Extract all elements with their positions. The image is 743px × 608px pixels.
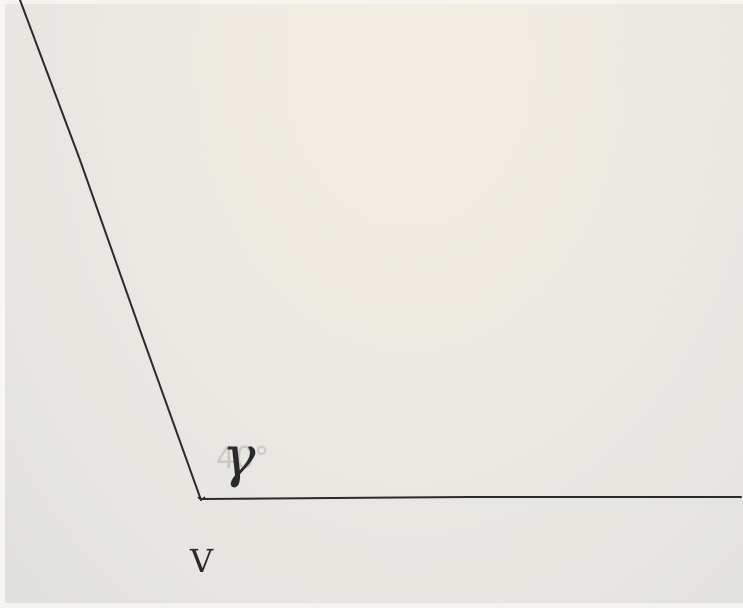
paper-edge-left xyxy=(0,0,5,608)
paper-edge-bottom xyxy=(0,603,743,608)
vertex-mark xyxy=(197,496,206,501)
horizontal-ray xyxy=(200,496,742,500)
angle-gamma-label: γ xyxy=(222,425,256,490)
paper-edge-top xyxy=(0,0,743,4)
faint-angle-measure: 40° xyxy=(216,441,269,476)
vertex-label: V xyxy=(189,542,214,580)
slanted-ray xyxy=(19,0,202,501)
